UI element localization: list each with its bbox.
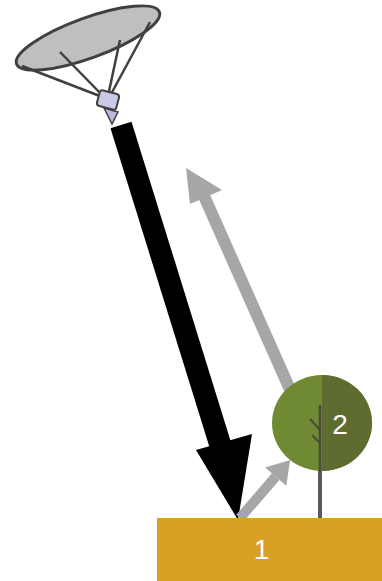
ground-box: 1 [157,518,382,581]
satellite-dish [10,0,167,124]
reflected-arrow [186,168,300,412]
tree-node: 2 [272,375,372,471]
callout-number: 1 [254,536,270,564]
tree-crown [272,375,372,471]
signal-arrow [121,125,252,520]
callout-number: 2 [332,411,348,439]
reflection-arrow [240,460,290,518]
